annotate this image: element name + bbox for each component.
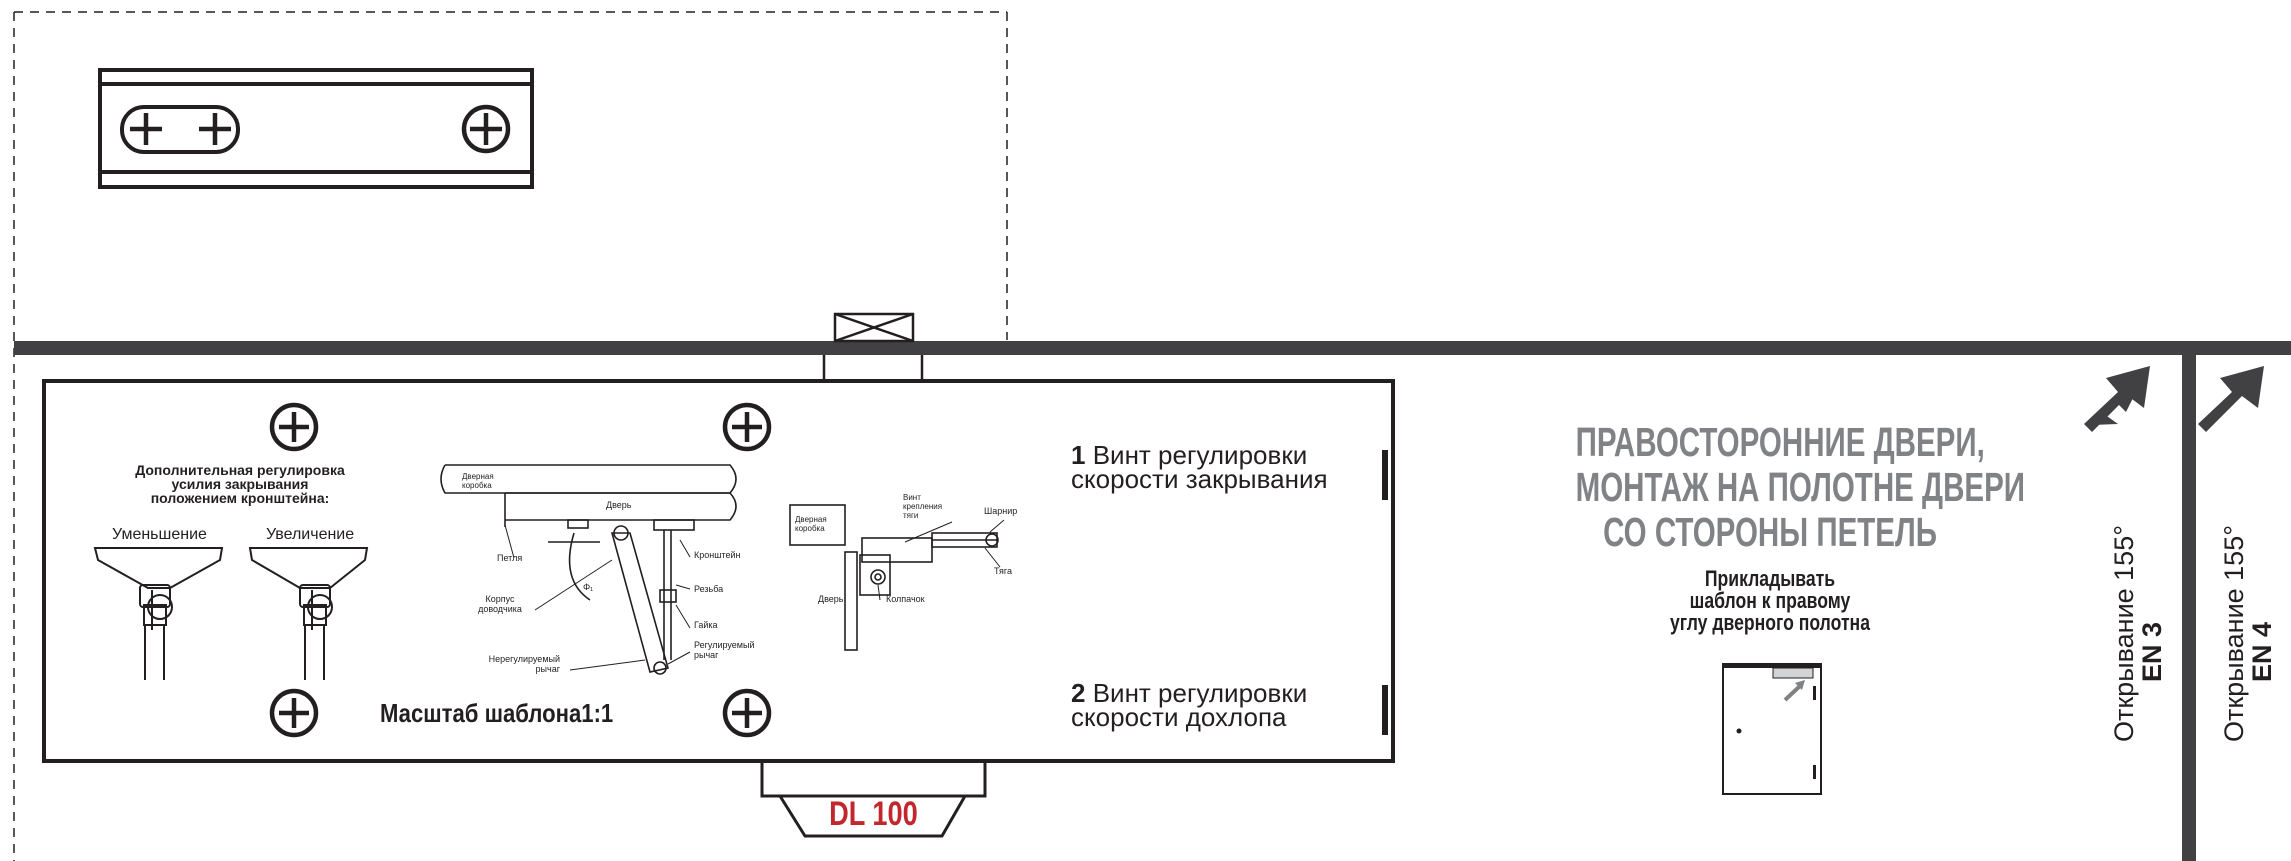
opening-en4: Открывание 155° EN 4: [2219, 524, 2277, 742]
screw1-line2: скорости закрывания: [1071, 464, 1328, 494]
heading-line2: МОНТАЖ НА ПОЛОТНЕ ДВЕРИ: [1575, 464, 2025, 510]
scale-label-text: Масштаб шаблона1:1: [380, 698, 614, 728]
door-icon: [1722, 663, 1822, 795]
rod-door-frame-label: Дверная коробка: [795, 515, 827, 533]
screw1-line1: Винт регулировки: [1092, 440, 1308, 470]
closer-figure: [440, 464, 737, 675]
adj-arm-label: Регулируемый рычаг: [694, 640, 755, 660]
apply-line3: углу дверного полотна: [1670, 610, 1870, 635]
closer-body-label: Корпус доводчика: [478, 594, 522, 614]
bracket-increase-figure: [248, 547, 369, 680]
extra-adjust-line2: усилия закрывания: [171, 476, 309, 492]
model-label: DL 100: [805, 795, 942, 834]
apply-line1: Прикладывать: [1704, 566, 1836, 591]
screw2-line2: скорости дохлопа: [1071, 702, 1287, 732]
apply-instruction: Прикладывать шаблон к правому углу дверн…: [1600, 568, 1940, 634]
screw2-number: 2: [1071, 678, 1086, 708]
dashed-outline: [13, 11, 1008, 861]
rod-label: Тяга: [994, 566, 1012, 576]
screw1-number: 1: [1071, 440, 1086, 470]
info-heading: ПРАВОСТОРОННИЕ ДВЕРИ, МОНТАЖ НА ПОЛОТНЕ …: [1500, 420, 2040, 555]
rod-screw-label: Винт крепления тяги: [903, 493, 943, 520]
extra-adjust-line3: положением кронштейна:: [150, 490, 330, 506]
opening-en4-angle: Открывание 155°: [2219, 524, 2249, 742]
template-screw-icons: [269, 402, 772, 738]
extra-adjust-title: Дополнительная регулировка усилия закрыв…: [100, 463, 380, 505]
door-frame-bar: [2182, 341, 2196, 861]
label-leaders: [504, 519, 1005, 671]
rod-door-label: Дверь: [818, 594, 844, 604]
bracket-label: Кронштейн: [694, 550, 741, 560]
arrow-icon: [2198, 366, 2264, 432]
door-top-bar: [14, 341, 2291, 355]
decrease-label: Уменьшение: [112, 526, 207, 543]
nut-label: Гайка: [694, 620, 718, 630]
fixed-arm-label: Нерегулируемый рычаг: [488, 654, 560, 674]
opening-en3-class: EN 3: [2137, 621, 2167, 682]
apply-line2: шаблон к правому: [1689, 588, 1851, 613]
mounting-plate: [98, 68, 534, 189]
angle-label: Φ₁: [583, 582, 594, 592]
bracket-decrease-figure: [93, 547, 224, 680]
screw1-description: 1 Винт регулировки скорости закрывания: [1071, 440, 1328, 494]
opening-en3-angle: Открывание 155°: [2109, 524, 2139, 742]
heading-line3: СО СТОРОНЫ ПЕТЕЛЬ: [1603, 509, 1937, 555]
hinge-label: Петля: [497, 553, 523, 563]
model-text: DL 100: [829, 795, 918, 833]
opening-en3: Открывание 155° EN 3: [2109, 524, 2167, 742]
rod-figure: [789, 504, 999, 651]
extra-adjust-line1: Дополнительная регулировка: [135, 462, 345, 478]
scale-label: Масштаб шаблона1:1: [380, 698, 654, 729]
template-box: [42, 379, 1395, 763]
arrow-icon: [2084, 366, 2150, 432]
plate-screw-icons: [130, 104, 511, 154]
thread-label: Резьба: [694, 584, 724, 594]
increase-label: Увеличение: [266, 526, 355, 543]
model-tab: [760, 761, 987, 838]
joint-label: Шарнир: [984, 506, 1018, 516]
screw1-marker: [1382, 450, 1388, 500]
screw2-line1: Винт регулировки: [1092, 678, 1308, 708]
screw2-marker: [1382, 685, 1388, 735]
screw2-description: 2 Винт регулировки скорости дохлопа: [1071, 678, 1308, 732]
cap-label: Колпачок: [886, 594, 925, 604]
opening-en4-class: EN 4: [2247, 621, 2277, 682]
heading-line1: ПРАВОСТОРОННИЕ ДВЕРИ,: [1575, 419, 1985, 465]
door-label: Дверь: [606, 500, 632, 510]
door-frame-label: Дверная коробка: [462, 472, 494, 490]
